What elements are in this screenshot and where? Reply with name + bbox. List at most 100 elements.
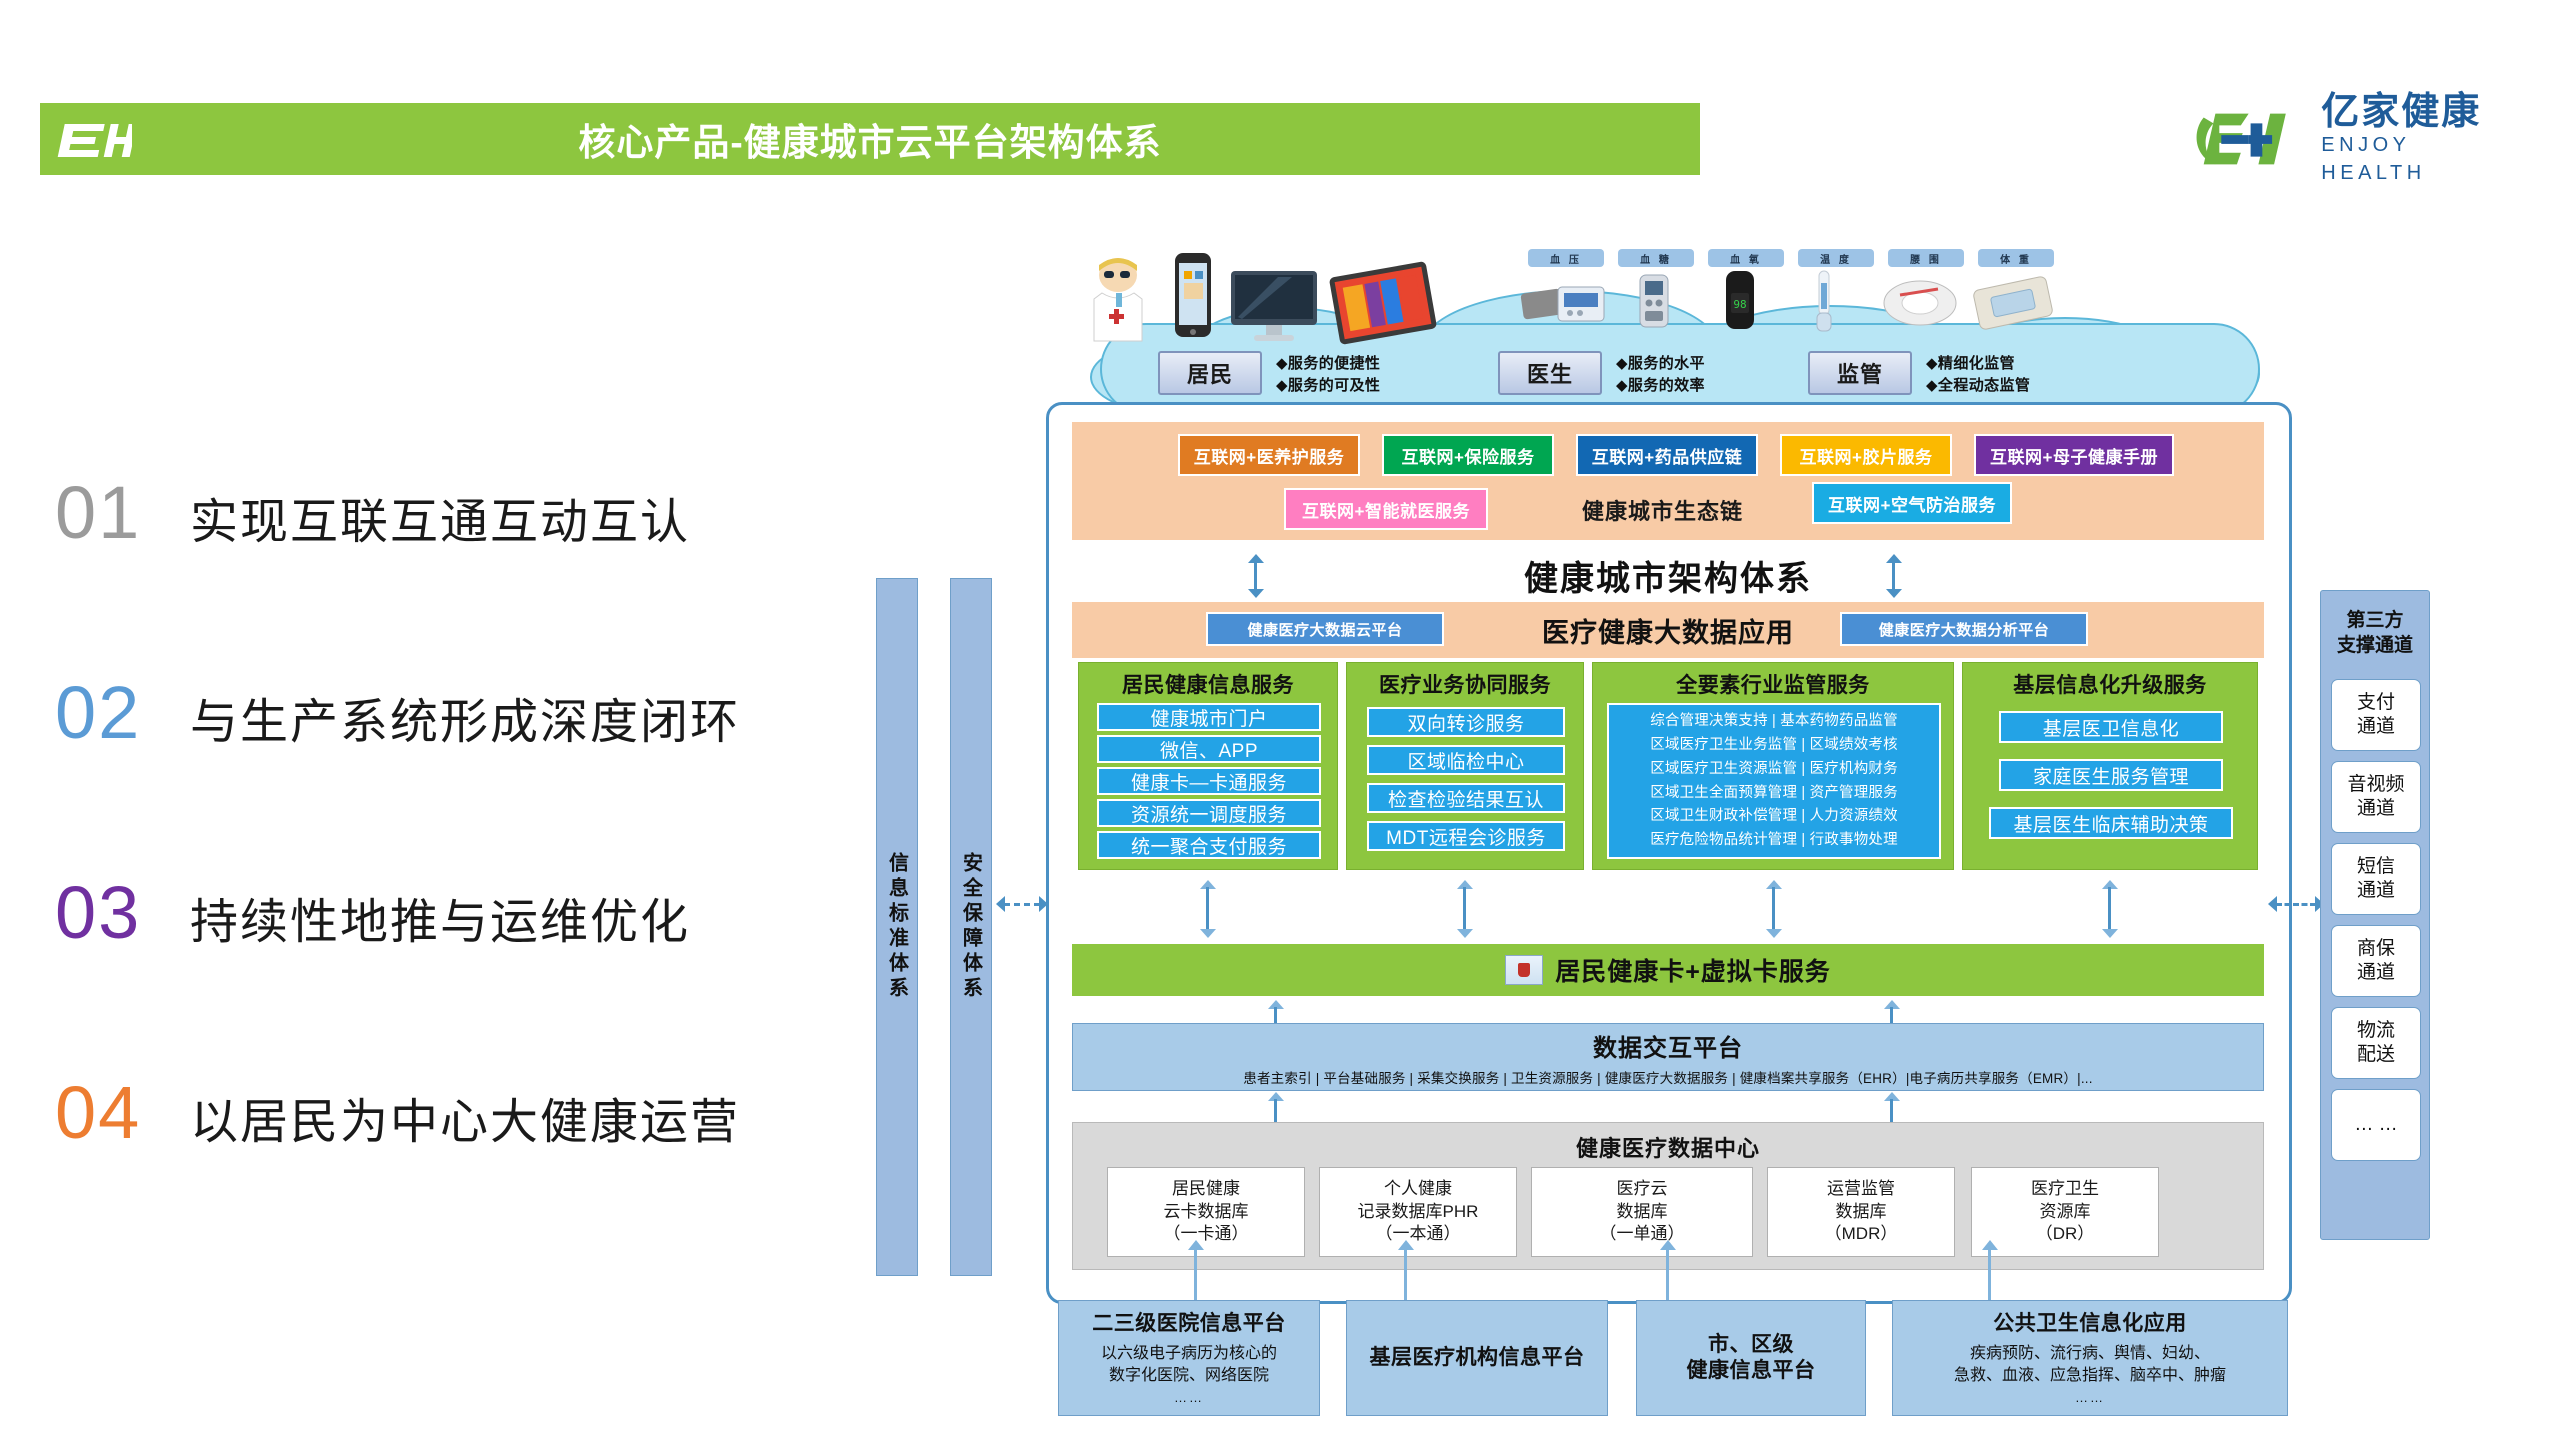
arrow-updown (1248, 554, 1264, 598)
service-item[interactable]: 家庭医生服务管理 (1999, 759, 2223, 791)
column-title: 居民健康信息服务 (1122, 674, 1294, 697)
third-party-item-av[interactable]: 音视频 通道 (2331, 761, 2421, 833)
arrow-up (1982, 1240, 1998, 1302)
list-item-number: 04 (55, 1071, 142, 1154)
mobile-phone-icon (1175, 253, 1211, 337)
third-party-item-commercial-insurance[interactable]: 商保 通道 (2331, 925, 2421, 997)
third-party-item-logistics[interactable]: 物流 配送 (2331, 1007, 2421, 1079)
ecosystem-band: 互联网+医养护服务 互联网+保险服务 互联网+药品供应链 互联网+胶片服务 互联… (1072, 422, 2264, 540)
eco-chip-insurance[interactable]: 互联网+保险服务 (1382, 434, 1554, 476)
database-medical-cloud[interactable]: 医疗云 数据库 （一单通） (1531, 1167, 1753, 1257)
list-item-number: 01 (55, 471, 142, 554)
bottom-box-grassroots-platform[interactable]: 基层医疗机构信息平台 (1346, 1300, 1608, 1416)
role-doctor[interactable]: 医生 (1498, 351, 1602, 395)
third-party-item-sms[interactable]: 短信 通道 (2331, 843, 2421, 915)
device-label-waist: 腰 围 (1888, 249, 1964, 267)
list-item-number: 03 (55, 871, 142, 954)
list-item-number: 02 (55, 671, 142, 754)
bigdata-analytics-platform-chip[interactable]: 健康医疗大数据分析平台 (1840, 612, 2088, 646)
service-item[interactable]: 健康卡—卡通服务 (1097, 767, 1321, 795)
role-resident[interactable]: 居民 (1158, 351, 1262, 395)
bottom-box-dots: …… (1174, 1390, 1204, 1406)
db-line: （一卡通） (1163, 1224, 1249, 1244)
service-item[interactable]: 资源统一调度服务 (1097, 799, 1321, 827)
bigdata-cloud-platform-chip[interactable]: 健康医疗大数据云平台 (1206, 612, 1444, 646)
third-party-item-more[interactable]: … … (2331, 1089, 2421, 1161)
database-mdr[interactable]: 运营监管 数据库 （MDR） (1767, 1167, 1955, 1257)
device-label-blood-oxygen: 血 氧 (1708, 249, 1784, 267)
service-item[interactable]: 基层医生临床辅助决策 (1989, 807, 2233, 839)
bullet: ◆精细化监管 (1926, 355, 2015, 372)
data-center: 健康医疗数据中心 居民健康 云卡数据库 （一卡通） 个人健康 记录数据库PHR … (1072, 1122, 2264, 1270)
bottom-box-city-district-platform[interactable]: 市、区级 健康信息平台 (1636, 1300, 1866, 1416)
eco-chip-smart-visit[interactable]: 互联网+智能就医服务 (1284, 488, 1488, 530)
service-item[interactable]: 检查检验结果互认 (1367, 783, 1565, 813)
vertical-bar-label: 信息标准体系 (885, 852, 908, 1002)
database-resident-health[interactable]: 居民健康 云卡数据库 （一卡通） (1107, 1167, 1305, 1257)
eco-chip-air-governance[interactable]: 互联网+空气防治服务 (1812, 482, 2012, 524)
regulation-line: 综合管理决策支持 | 基本药物药品监管 (1650, 713, 1898, 729)
pulse-oximeter-icon: 98 (1726, 271, 1754, 329)
db-line: 医疗云 (1616, 1178, 1668, 1198)
list-item: 03 持续性地推与运维优化 (55, 870, 855, 1070)
role-resident-bullets: ◆服务的便捷性 ◆服务的可及性 (1276, 353, 1380, 397)
blood-pressure-monitor-icon (1520, 286, 1605, 322)
health-card-bar[interactable]: 居民健康卡+虚拟卡服务 (1072, 944, 2264, 996)
device-label-weight: 体 重 (1978, 249, 2054, 267)
bottom-box-public-health-apps[interactable]: 公共卫生信息化应用 疾病预防、流行病、舆情、妇幼、 急救、血液、应急指挥、脑卒中… (1892, 1300, 2288, 1416)
eco-chip-drug-supply[interactable]: 互联网+药品供应链 (1576, 434, 1758, 476)
arrow-leftright (996, 896, 1048, 912)
regulation-line: 区域医疗卫生资源监管 | 医疗机构财务 (1650, 760, 1898, 777)
cloud-fill (1118, 345, 2238, 407)
service-item[interactable]: 基层医卫信息化 (1999, 711, 2223, 743)
service-item[interactable]: 健康城市门户 (1097, 703, 1321, 731)
data-center-title: 健康医疗数据中心 (1575, 1136, 1760, 1161)
eco-chip-medical-care[interactable]: 互联网+医养护服务 (1178, 434, 1360, 476)
brand-name-en: ENJOY HEALTH (2321, 134, 2426, 184)
regulation-line: 区域卫生全面预算管理 | 资产管理服务 (1650, 784, 1898, 801)
db-line: 云卡数据库 (1163, 1201, 1249, 1221)
third-party-item-payment[interactable]: 支付 通道 (2331, 679, 2421, 751)
service-column-medical-collaboration: 医疗业务协同服务 双向转诊服务 区域临检中心 检查检验结果互认 MDT远程会诊服… (1346, 662, 1584, 870)
service-item[interactable]: 微信、APP (1097, 735, 1321, 763)
db-line: 医疗卫生 (2031, 1178, 2099, 1198)
device-label-blood-glucose: 血 糖 (1618, 249, 1694, 267)
database-dr[interactable]: 医疗卫生 资源库 （DR） (1971, 1167, 2159, 1257)
arrow-up (1398, 1240, 1414, 1302)
bottom-box-hospital-platform[interactable]: 二三级医院信息平台 以六级电子病历为核心的 数字化医院、网络医院 …… (1058, 1300, 1320, 1416)
role-regulator[interactable]: 监管 (1808, 351, 1912, 395)
list-item-label: 持续性地推与运维优化 (190, 896, 691, 949)
regulation-line: 医疗危险物品统计管理 | 行政事物处理 (1650, 832, 1898, 849)
brand-logo: 亿家健康 ENJOY HEALTH (2190, 93, 2520, 184)
bullet: ◆全程动态监管 (1926, 376, 2031, 394)
db-line: 居民健康 (1172, 1178, 1240, 1198)
service-item[interactable]: 区域临检中心 (1367, 745, 1565, 775)
db-line: （一单通） (1599, 1224, 1685, 1244)
db-line: （DR） (2035, 1224, 2095, 1244)
thermometer-icon (1816, 270, 1832, 332)
db-line: 数据库 (1835, 1201, 1887, 1221)
regulation-line: 区域卫生财政补偿管理 | 人力资源绩效 (1650, 808, 1898, 825)
eco-chip-film-service[interactable]: 互联网+胶片服务 (1780, 434, 1952, 476)
service-item[interactable]: MDT远程会诊服务 (1367, 821, 1565, 851)
role-doctor-bullets: ◆服务的水平 ◆服务的效率 (1616, 353, 1705, 397)
vertical-bar-label: 安全保障体系 (959, 852, 982, 1002)
data-exchange-platform[interactable]: 数据交互平台 患者主索引 | 平台基础服务 | 采集交换服务 | 卫生资源服务 … (1072, 1023, 2264, 1091)
bottom-box-dots: …… (2075, 1390, 2105, 1406)
list-item: 04 以居民为中心大健康运营 (55, 1070, 855, 1270)
service-item[interactable]: 双向转诊服务 (1367, 707, 1565, 737)
arrow-up (1188, 1240, 1204, 1302)
service-item[interactable]: 统一聚合支付服务 (1097, 831, 1321, 859)
bullet: ◆服务的可及性 (1276, 376, 1381, 394)
service-column-industry-regulation: 全要素行业监管服务 综合管理决策支持 | 基本药物药品监管 区域医疗卫生业务监管… (1592, 662, 1954, 870)
device-label-temperature: 温 度 (1798, 249, 1874, 267)
tablet-icon (1329, 261, 1437, 345)
list-item: 02 与生产系统形成深度闭环 (55, 670, 855, 870)
column-title: 全要素行业监管服务 (1676, 674, 1870, 697)
eco-chip-mother-child[interactable]: 互联网+母子健康手册 (1974, 434, 2174, 476)
regulation-item-block[interactable]: 综合管理决策支持 | 基本药物药品监管 区域医疗卫生业务监管 | 区域绩效考核 … (1607, 703, 1941, 859)
database-phr[interactable]: 个人健康 记录数据库PHR （一本通） (1319, 1167, 1517, 1257)
bottom-box-title: 公共卫生信息化应用 (1993, 1311, 2187, 1335)
vertical-bar-security-assurance: 安全保障体系 (950, 578, 992, 1276)
